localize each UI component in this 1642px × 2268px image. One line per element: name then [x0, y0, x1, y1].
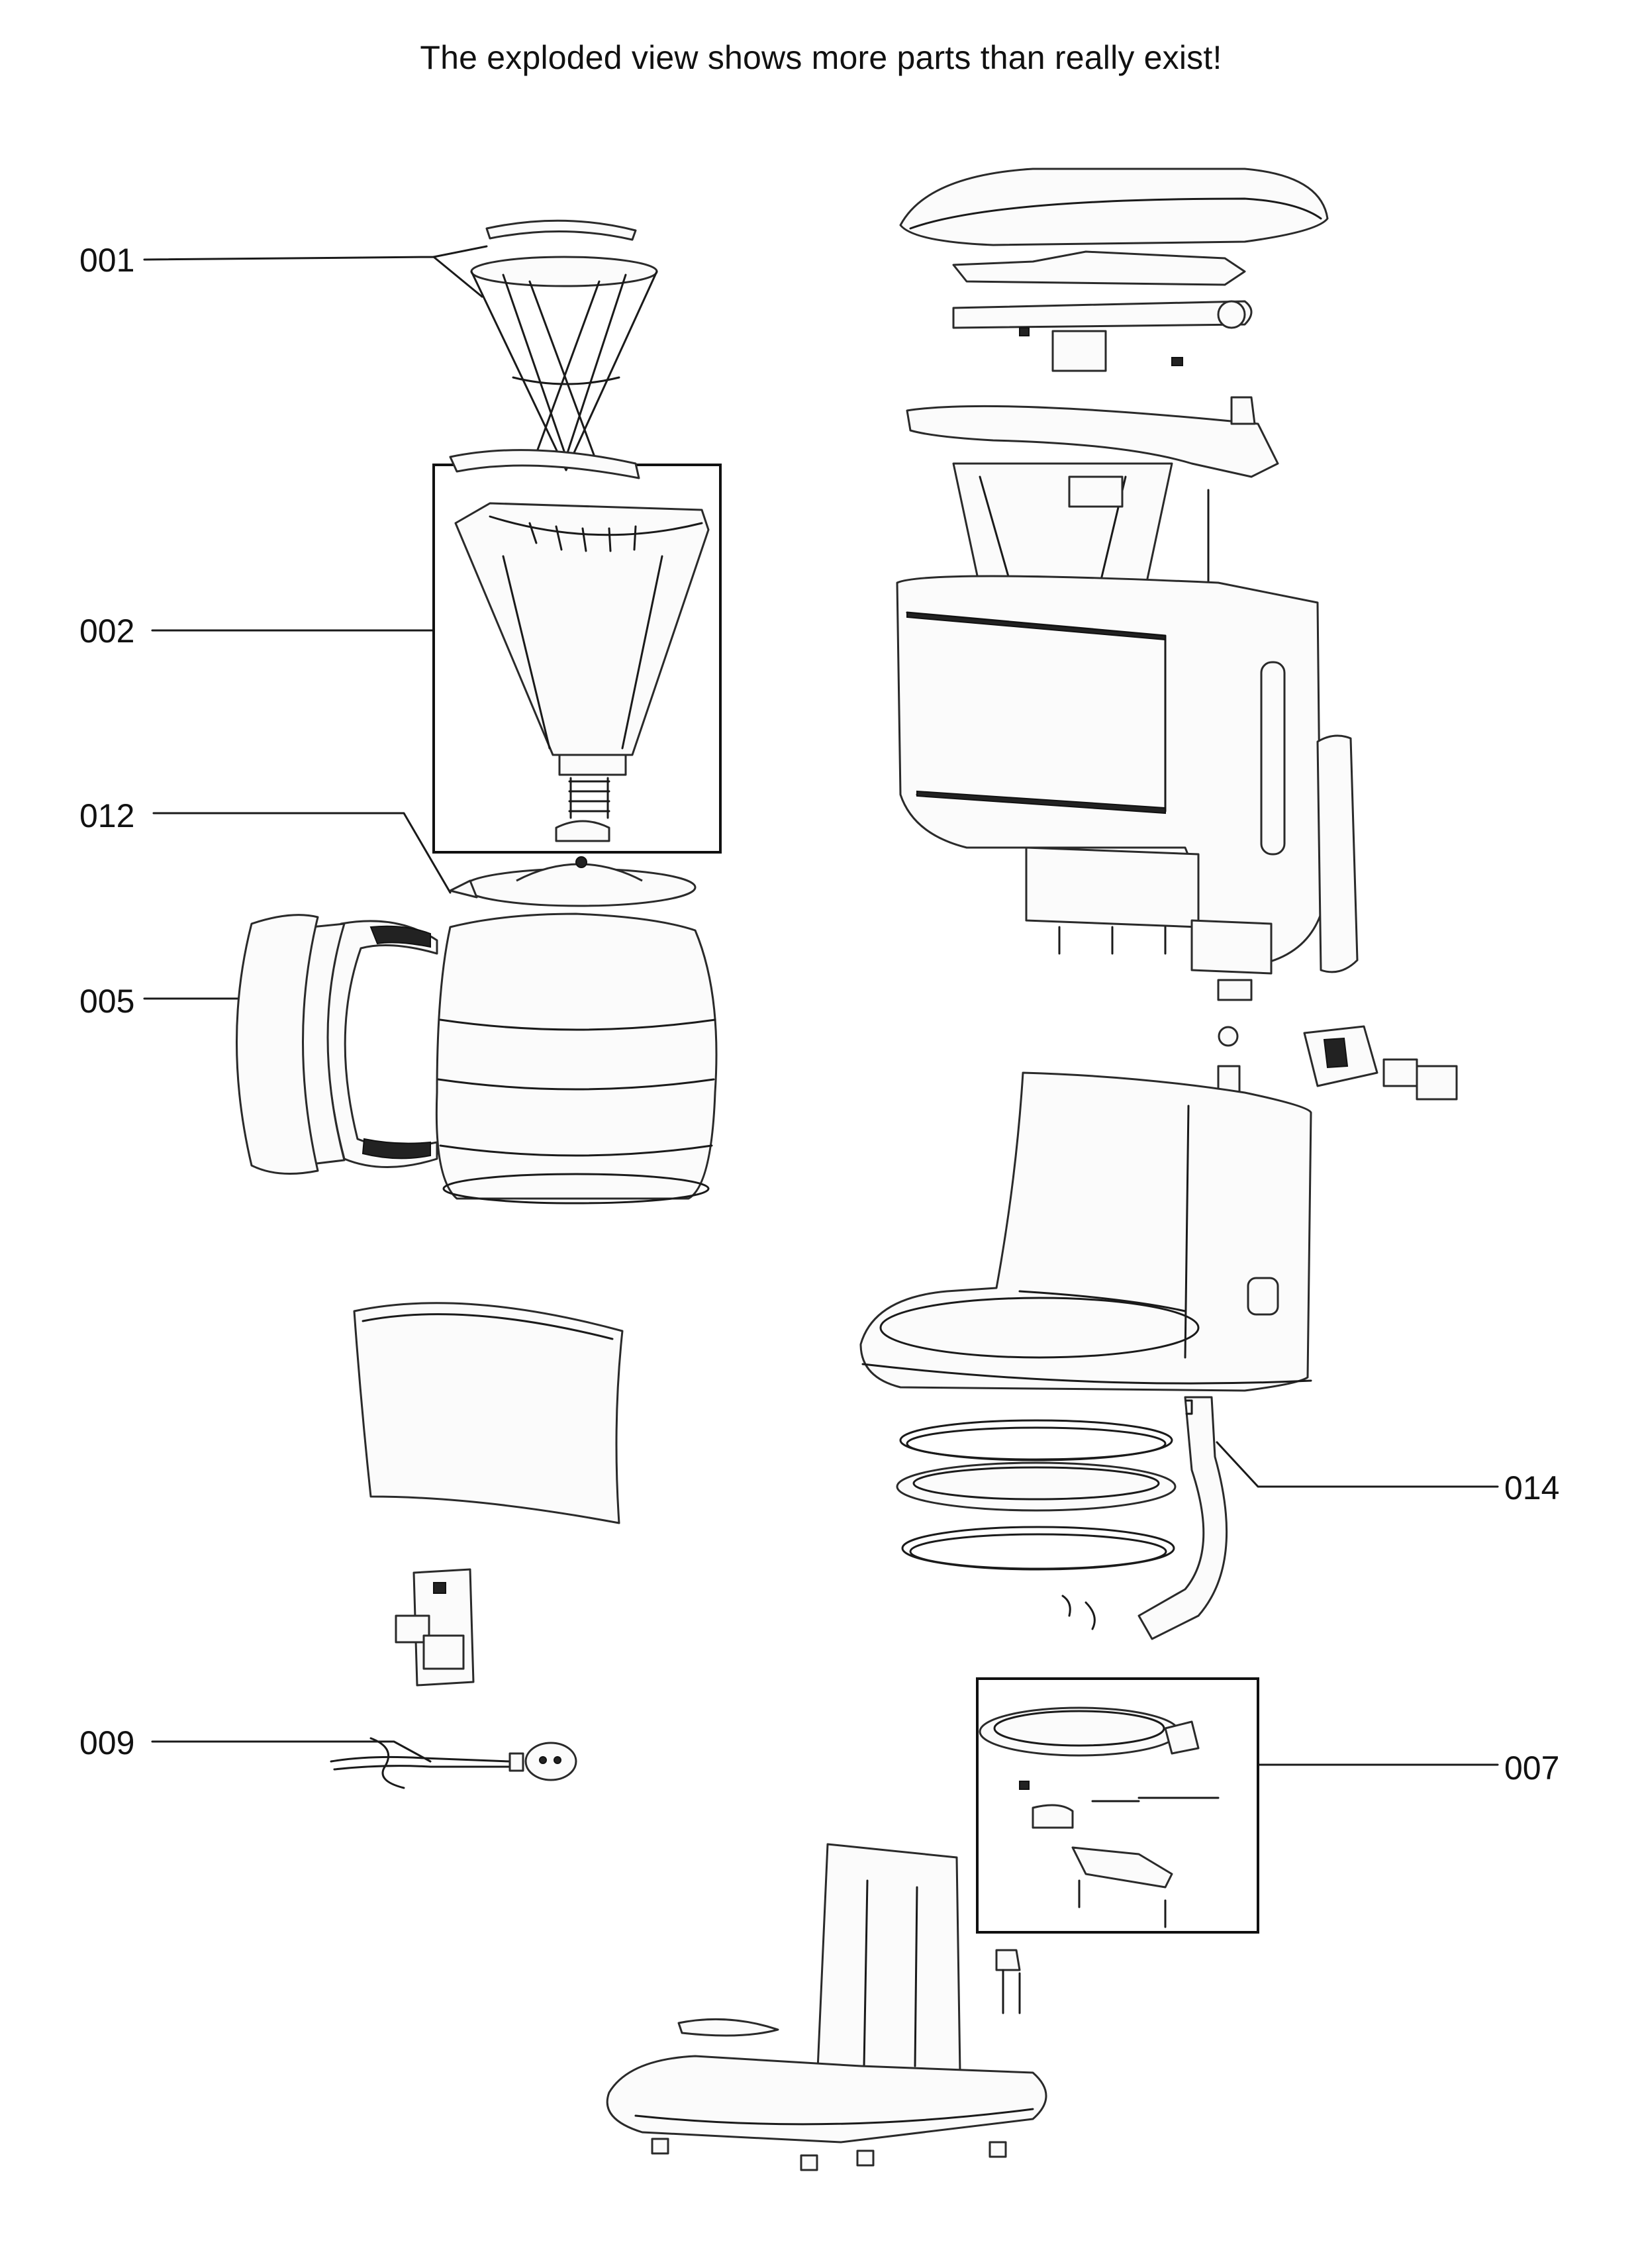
leader-line-009: [151, 1740, 432, 1763]
screws-part: [995, 1949, 1021, 2014]
callout-label-014: 014: [1504, 1469, 1560, 1506]
leader-line-014: [1216, 1441, 1499, 1488]
valve-stack-part: [1217, 979, 1253, 1101]
filter-basket-part: [454, 502, 710, 842]
thermostat-part: [1303, 1025, 1458, 1101]
ring-seals-part: [896, 1419, 1177, 1571]
water-tank-part: [896, 575, 1322, 975]
callout-label-012: 012: [79, 797, 135, 834]
front-panel-part: [353, 1302, 624, 1524]
carafe-lid-part: [449, 856, 697, 907]
bottom-base-part: [606, 1843, 1047, 2171]
leader-line-001: [143, 245, 488, 298]
water-tube-part: [1061, 1396, 1228, 1640]
filter-frame-part: [449, 219, 658, 479]
box-007-assembly: [976, 1677, 1259, 1934]
switch-module-part: [395, 1568, 475, 1687]
leader-line-012: [152, 812, 452, 894]
main-housing-part: [859, 1071, 1312, 1392]
callout-label-007: 007: [1504, 1750, 1560, 1787]
callout-label-009: 009: [79, 1724, 135, 1761]
top-lid-part: [899, 168, 1329, 372]
callout-label-001: 001: [79, 242, 135, 279]
carafe-part: [236, 912, 718, 1205]
callout-label-005: 005: [79, 983, 135, 1020]
callout-label-002: 002: [79, 613, 135, 650]
power-cord-part: [330, 1737, 577, 1789]
side-window-strip-part: [1316, 734, 1359, 973]
notice-heading: The exploded view shows more parts than …: [420, 39, 1222, 76]
heater-assembly-part: [979, 1706, 1220, 1928]
